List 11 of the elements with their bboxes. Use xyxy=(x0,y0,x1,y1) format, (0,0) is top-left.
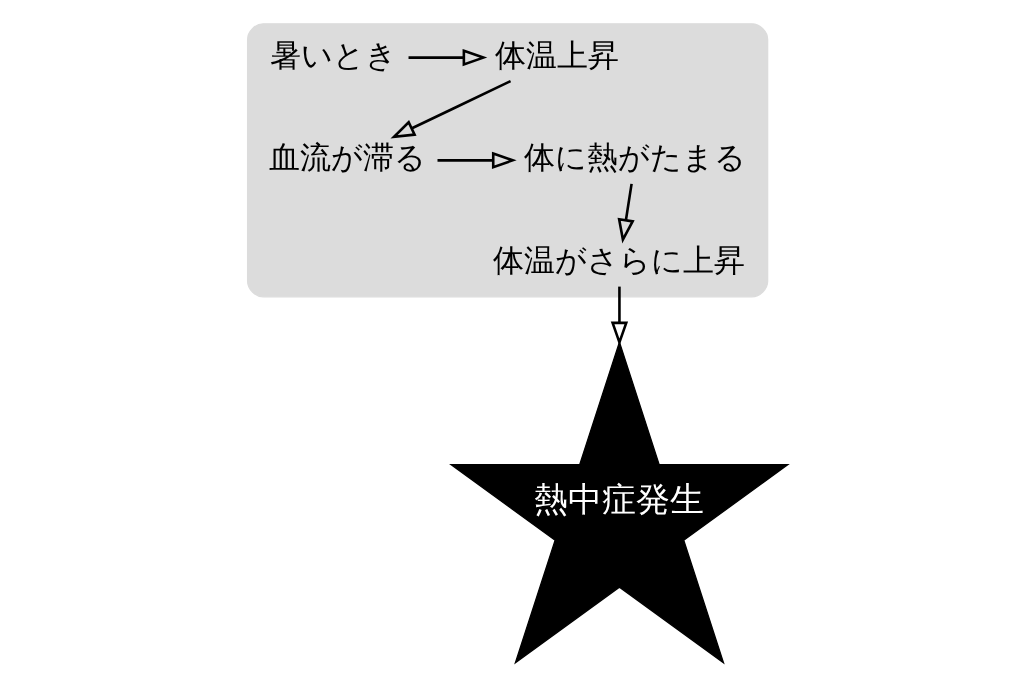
arrow xyxy=(408,48,487,67)
node-text: 暑いとき xyxy=(269,36,397,73)
node-text: 体に熱がたまる xyxy=(523,139,746,176)
arrow xyxy=(389,79,511,139)
arrow xyxy=(617,183,635,244)
node-text: 血流が滞る xyxy=(268,139,426,176)
arrow xyxy=(437,151,517,169)
cluster xyxy=(246,23,768,298)
node-text: 体温がさらに上昇 xyxy=(492,242,745,279)
arrow xyxy=(610,286,628,347)
node-text: 体温上昇 xyxy=(494,36,619,73)
